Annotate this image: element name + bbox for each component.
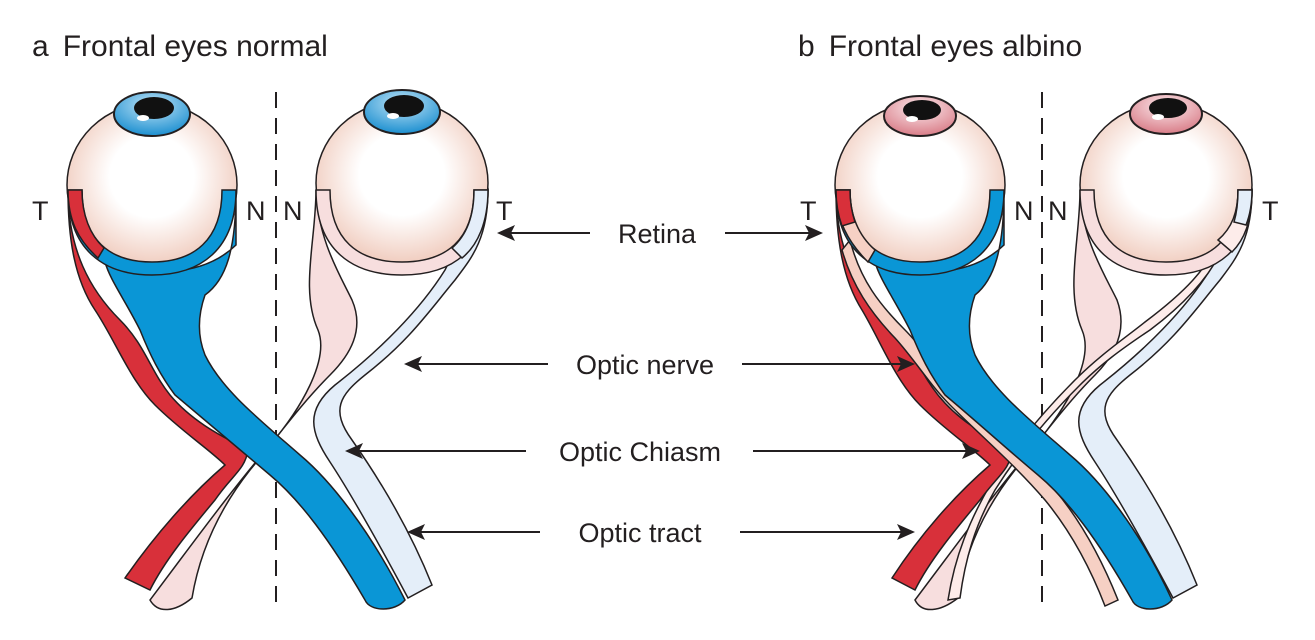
arrowhead-icon [404,356,422,372]
left-eye-temporal-fibers [67,189,249,591]
arrowhead-icon [962,443,980,459]
label-a-left-nasal: N [246,196,266,226]
arrowhead-icon [897,356,915,372]
label-b-right-temporal: T [1262,196,1279,226]
left-eye-nasal-fibers [103,189,406,610]
arrowhead-icon [345,443,363,459]
arrowhead-icon [897,524,915,540]
right-eye-nasal-fibers [149,189,358,611]
structure-labels [345,225,980,540]
panel-b: T N N T [800,93,1279,611]
eye-a-left [66,91,238,276]
label-a-right-nasal: N [283,196,303,226]
right-eye-temporal-fibers [313,187,489,600]
b-left-eye-nasal-fibers [873,189,1173,610]
label-b-right-nasal: N [1048,196,1068,226]
label-a-left-temporal: T [32,196,49,226]
eye-b-left [834,95,1006,276]
eye-a-right [315,89,489,276]
label-b-left-nasal: N [1014,196,1034,226]
label-optic-tract: Optic tract [578,518,702,548]
arrowhead-icon [407,524,425,540]
eye-b-right [1079,93,1253,276]
panel-a: T N N T [32,89,513,611]
arrowhead-icon [805,225,823,241]
label-optic-nerve: Optic nerve [576,350,714,380]
label-b-left-temporal: T [800,196,817,226]
b-right-eye-temporal-crossing-fibers [947,237,1227,601]
label-optic-chiasm: Optic Chiasm [559,437,721,467]
arrowhead-icon [497,225,515,241]
label-a-right-temporal: T [496,196,513,226]
b-right-eye-temporal-fibers [1078,187,1253,600]
label-retina: Retina [618,219,697,249]
